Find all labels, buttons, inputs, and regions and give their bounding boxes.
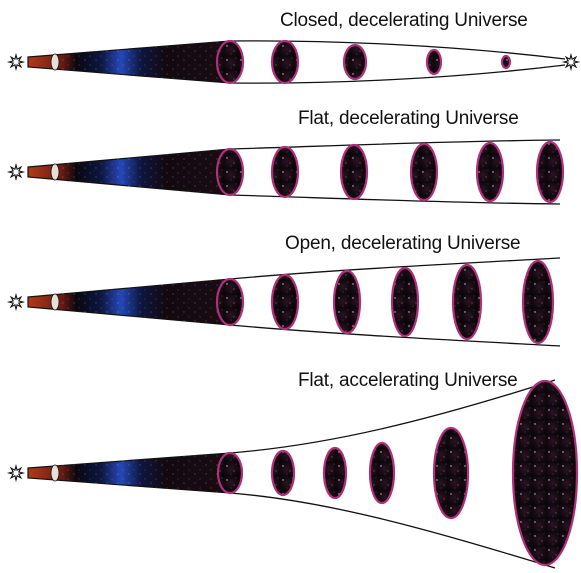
universe-snapshot-ellipse [334,271,360,333]
universe-snapshot-ellipse [513,381,577,565]
universe-snapshot-ellipse [392,268,418,336]
big-crunch-star-icon [564,55,578,69]
panel-0 [28,41,565,83]
universe-snapshot-ellipse [370,443,394,503]
universe-snapshot-ellipse [502,56,510,68]
big-bang-star-icon [9,295,23,309]
panel-1 [28,140,563,204]
universe-snapshot-ellipse [344,45,366,79]
universe-snapshot-ellipse [218,453,242,493]
universe-snapshot-ellipse [411,144,437,200]
big-bang-star-icon [9,466,23,480]
big-bang-star-icon [9,55,23,69]
panel-2 [28,258,560,346]
universe-snapshot-ellipse [324,448,346,498]
universe-snapshot-ellipse [272,147,298,197]
universe-snapshot-ellipse [217,41,243,83]
universe-snapshot-ellipse [217,149,243,195]
universe-snapshot-ellipse [272,41,298,83]
expansion-boundary-bottom [230,195,560,204]
panel-3 [28,380,577,568]
universe-snapshot-ellipse [523,261,553,343]
expansion-boundary-bottom [230,493,555,568]
universe-snapshot-ellipse [427,50,441,74]
expansion-boundary-top [230,258,560,279]
universe-snapshot-ellipse [477,143,503,201]
universe-snapshot-ellipse [341,145,367,199]
early-universe-stars [53,453,230,493]
universe-snapshot-ellipse [453,265,481,339]
expansion-boundary-bottom [230,325,560,346]
last-scattering-disk [51,164,59,180]
early-universe-stars [53,41,230,83]
universe-snapshot-ellipse [272,275,298,329]
big-bang-star-icon [9,165,23,179]
universe-snapshot-ellipse [217,279,243,325]
early-universe-stars [53,149,230,195]
expansion-boundary-top [230,380,555,453]
last-scattering-disk [51,294,59,310]
universe-snapshot-ellipse [537,142,563,202]
universe-snapshot-ellipse [272,451,294,495]
expansion-boundary-top [230,140,560,149]
last-scattering-disk [51,54,59,70]
universe-snapshot-ellipse [434,428,468,518]
last-scattering-disk [51,465,59,481]
early-universe-stars [53,279,230,325]
